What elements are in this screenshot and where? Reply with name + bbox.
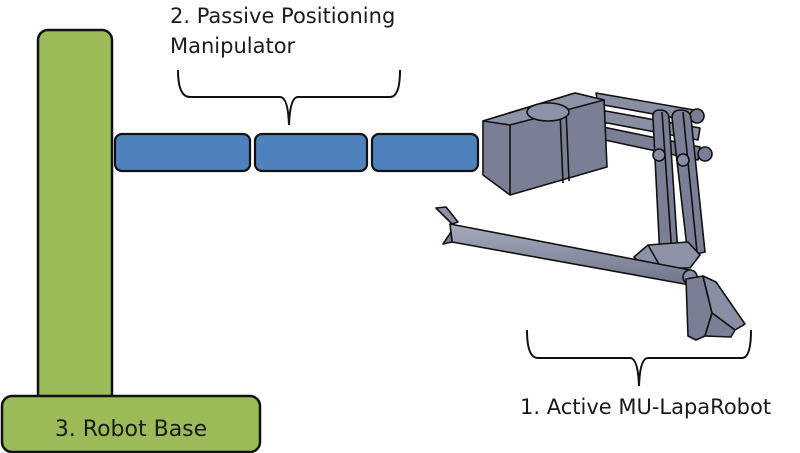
passive-label-line2: Manipulator <box>170 34 296 58</box>
base-foot <box>0 394 262 453</box>
base-column <box>36 28 114 412</box>
active-robot <box>435 92 746 341</box>
passive-segment-3 <box>370 132 480 173</box>
passive-segment-2 <box>253 132 369 173</box>
passive-segment-1 <box>113 132 252 173</box>
active-label: 1. Active MU-LapaRobot <box>520 395 771 419</box>
active-brace <box>526 329 752 387</box>
passive-label-line1: 2. Passive Positioning <box>170 4 395 28</box>
base-label: 3. Robot Base <box>55 417 207 442</box>
passive-brace <box>177 69 401 126</box>
